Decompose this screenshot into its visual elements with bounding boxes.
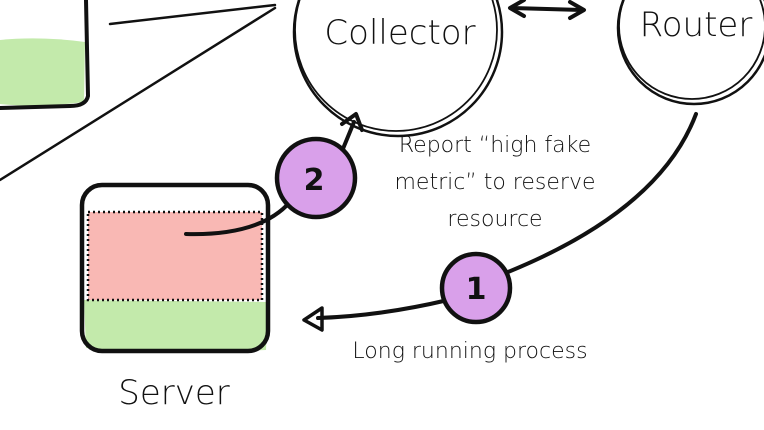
collector-label: Collector <box>324 13 475 53</box>
report-line-3: resource <box>447 207 542 232</box>
server-reserved-region <box>86 210 264 302</box>
collector-node: Collector <box>292 0 504 138</box>
long-running-annotation: Long running process <box>352 339 587 364</box>
top-left-container <box>0 0 90 110</box>
server-free-fill <box>84 300 268 352</box>
report-line-2: metric” to reserve <box>394 170 595 195</box>
step-2-badge: 2 <box>274 136 358 220</box>
router-node: Router <box>616 0 764 106</box>
step-1-badge: 1 <box>439 251 513 325</box>
step-1-number: 1 <box>466 272 487 307</box>
router-label: Router <box>640 5 753 45</box>
incoming-lines <box>0 3 277 182</box>
top-left-free-fill <box>0 38 85 106</box>
server-node: Server <box>79 182 271 413</box>
report-annotation: Report “high fake metric” to reserve res… <box>394 133 595 232</box>
server-label: Server <box>118 373 230 413</box>
long-running-flow <box>302 112 698 332</box>
step-2-number: 2 <box>304 163 325 198</box>
collector-router-arrow <box>508 0 586 20</box>
report-line-1: Report “high fake <box>399 133 591 158</box>
